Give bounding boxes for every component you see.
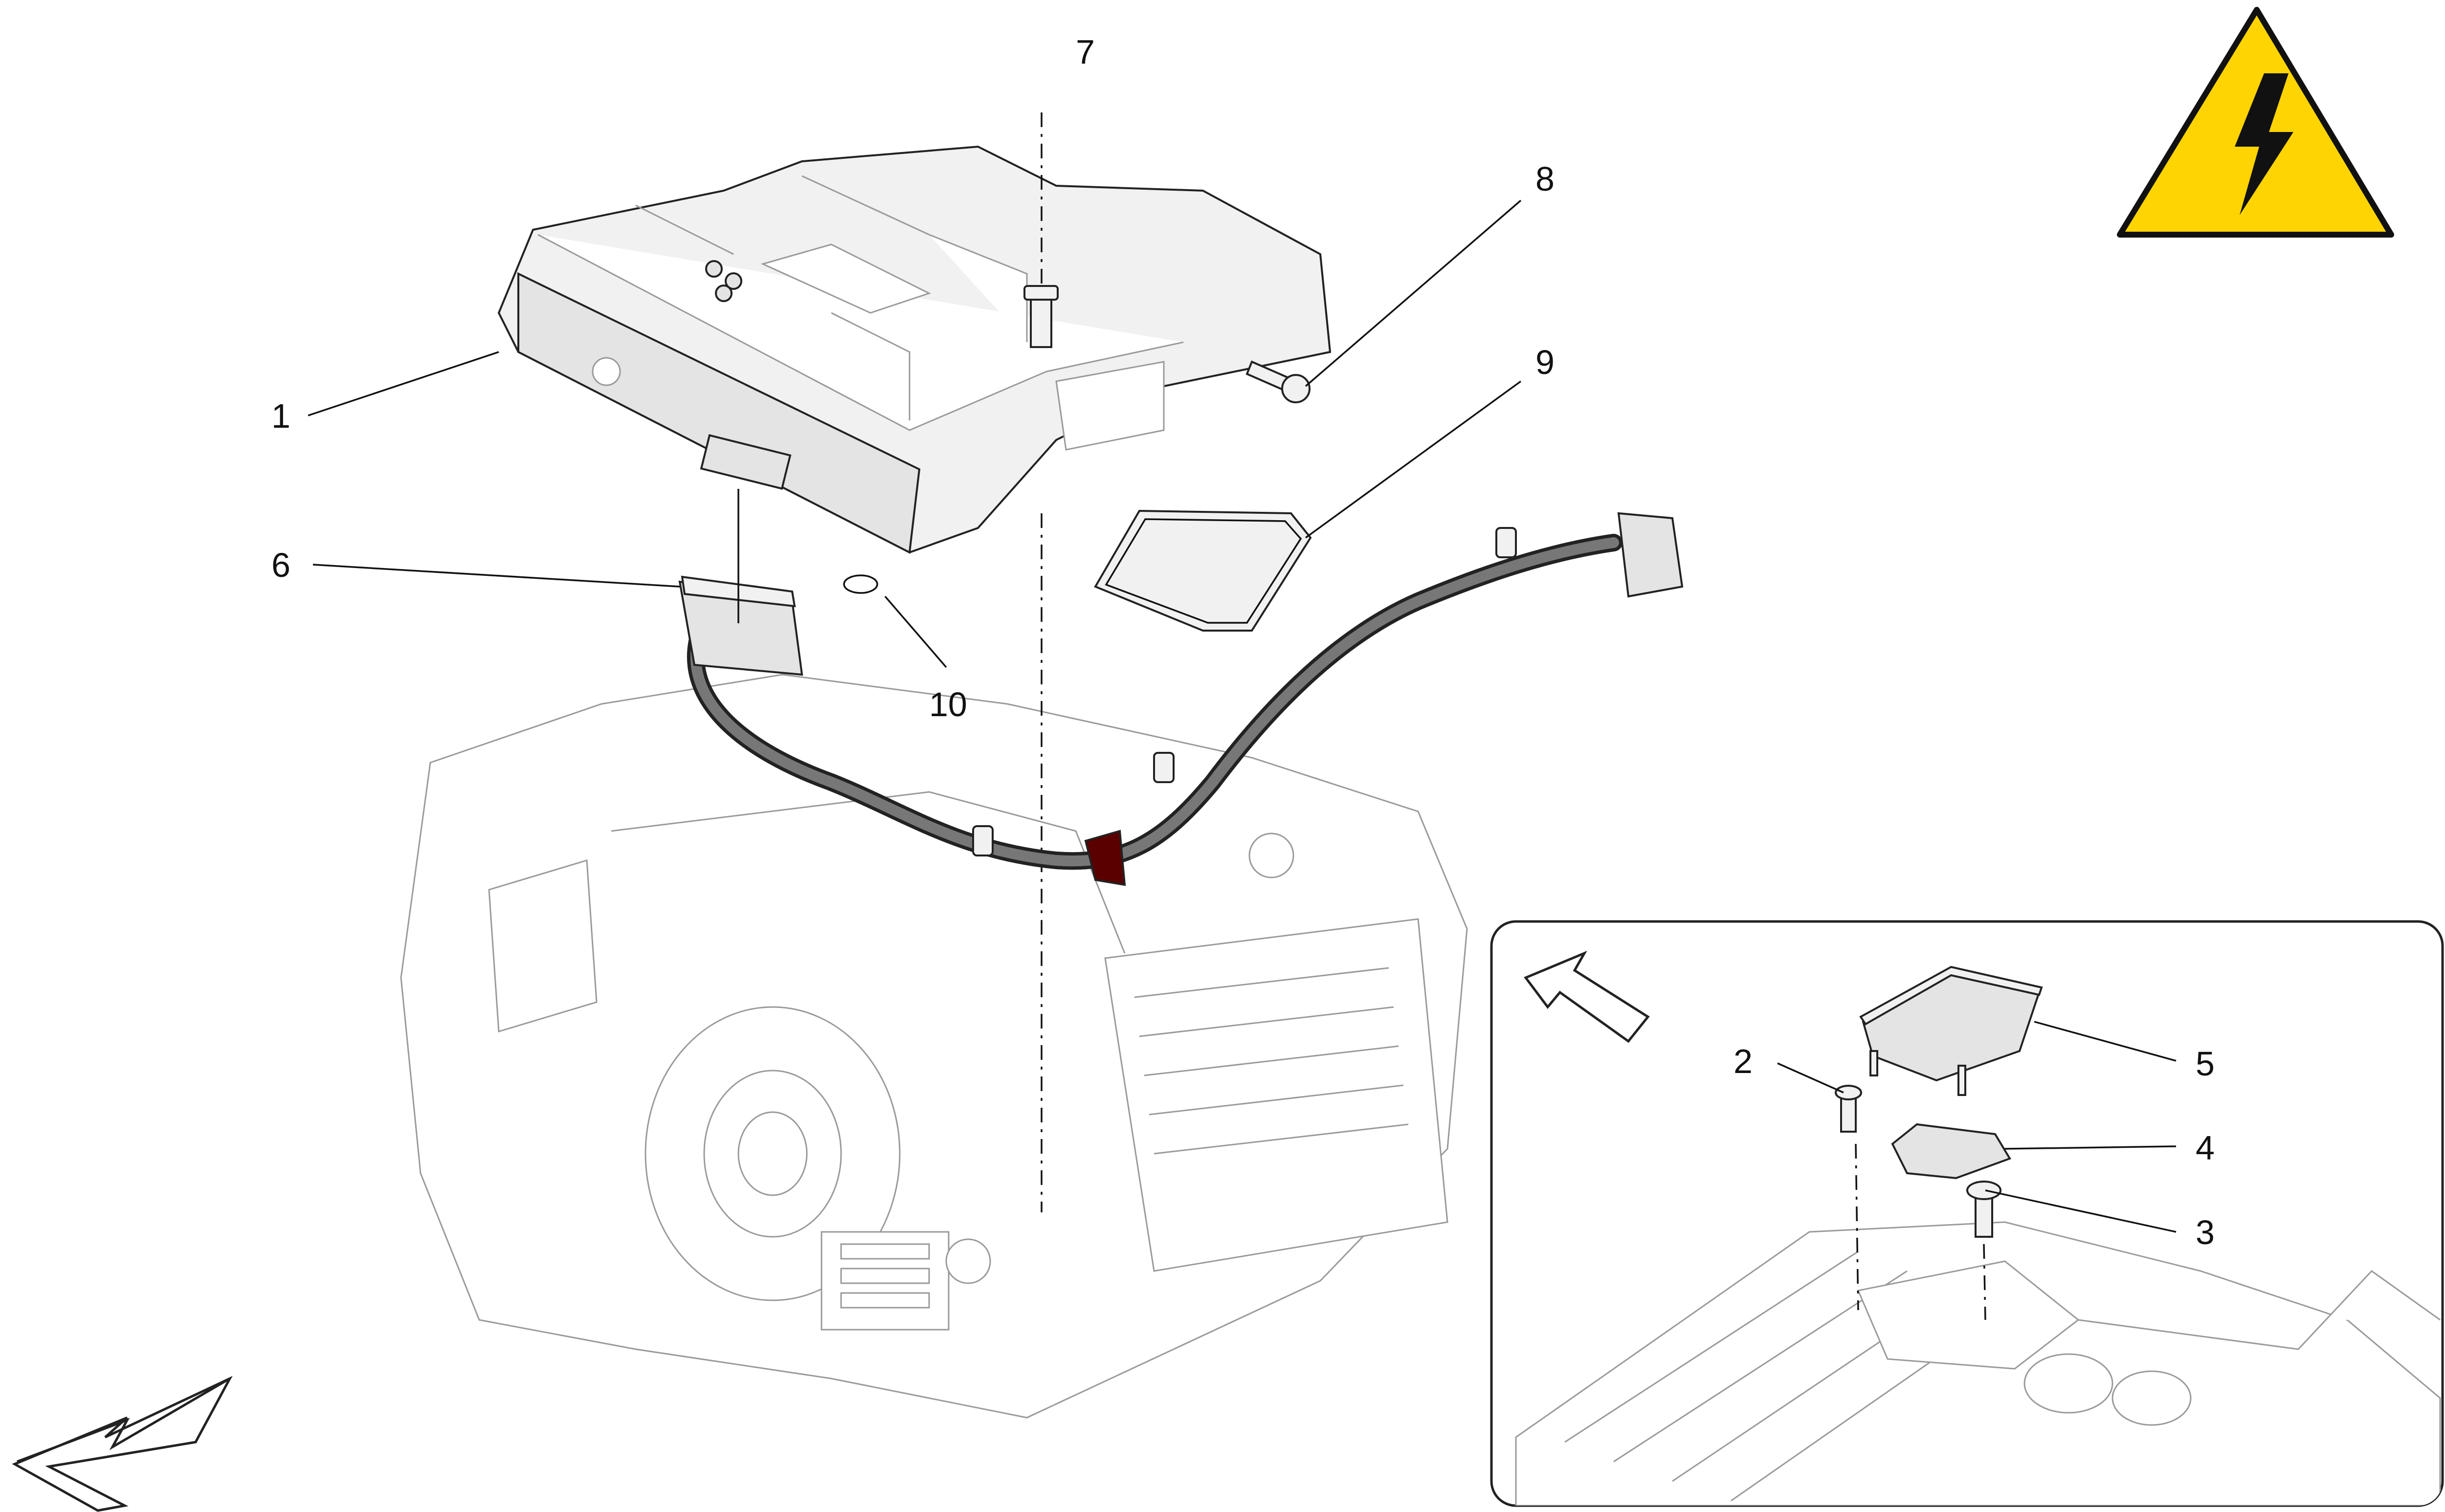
transmission-housing bbox=[400, 674, 1468, 1419]
callout-7: 7 bbox=[1076, 33, 1095, 71]
callout-10: 10 bbox=[929, 685, 967, 723]
detail-inset bbox=[1490, 920, 2444, 1507]
part-9-gasket bbox=[1094, 509, 1312, 632]
callout-6: 6 bbox=[271, 546, 290, 584]
callout-8: 8 bbox=[1535, 160, 1555, 198]
part-1-inverter-module bbox=[497, 145, 1332, 554]
part-4-bracket bbox=[1891, 1123, 2011, 1180]
inset-direction-arrow-icon bbox=[1524, 950, 1650, 1043]
part-5-cover bbox=[1859, 965, 2043, 1096]
callout-1: 1 bbox=[271, 397, 290, 435]
callout-2: 2 bbox=[1734, 1042, 1753, 1080]
callout-9: 9 bbox=[1535, 343, 1555, 381]
callout-labels: 1 2 3 4 5 6 7 8 9 10 bbox=[271, 33, 2215, 1251]
direction-arrow-icon bbox=[12, 1376, 233, 1512]
callout-4: 4 bbox=[2196, 1129, 2215, 1167]
callout-5: 5 bbox=[2196, 1045, 2215, 1083]
high-voltage-warning-icon bbox=[2117, 7, 2394, 238]
callout-3: 3 bbox=[2196, 1213, 2215, 1251]
part-2-screw bbox=[1835, 1085, 1862, 1311]
part-3-bolt bbox=[1966, 1181, 2001, 1320]
part-6-wiring-harness bbox=[678, 512, 1684, 886]
part-10-o-ring bbox=[843, 574, 878, 594]
leader-lines bbox=[308, 199, 2177, 1233]
part-8-bolt bbox=[1245, 360, 1311, 403]
